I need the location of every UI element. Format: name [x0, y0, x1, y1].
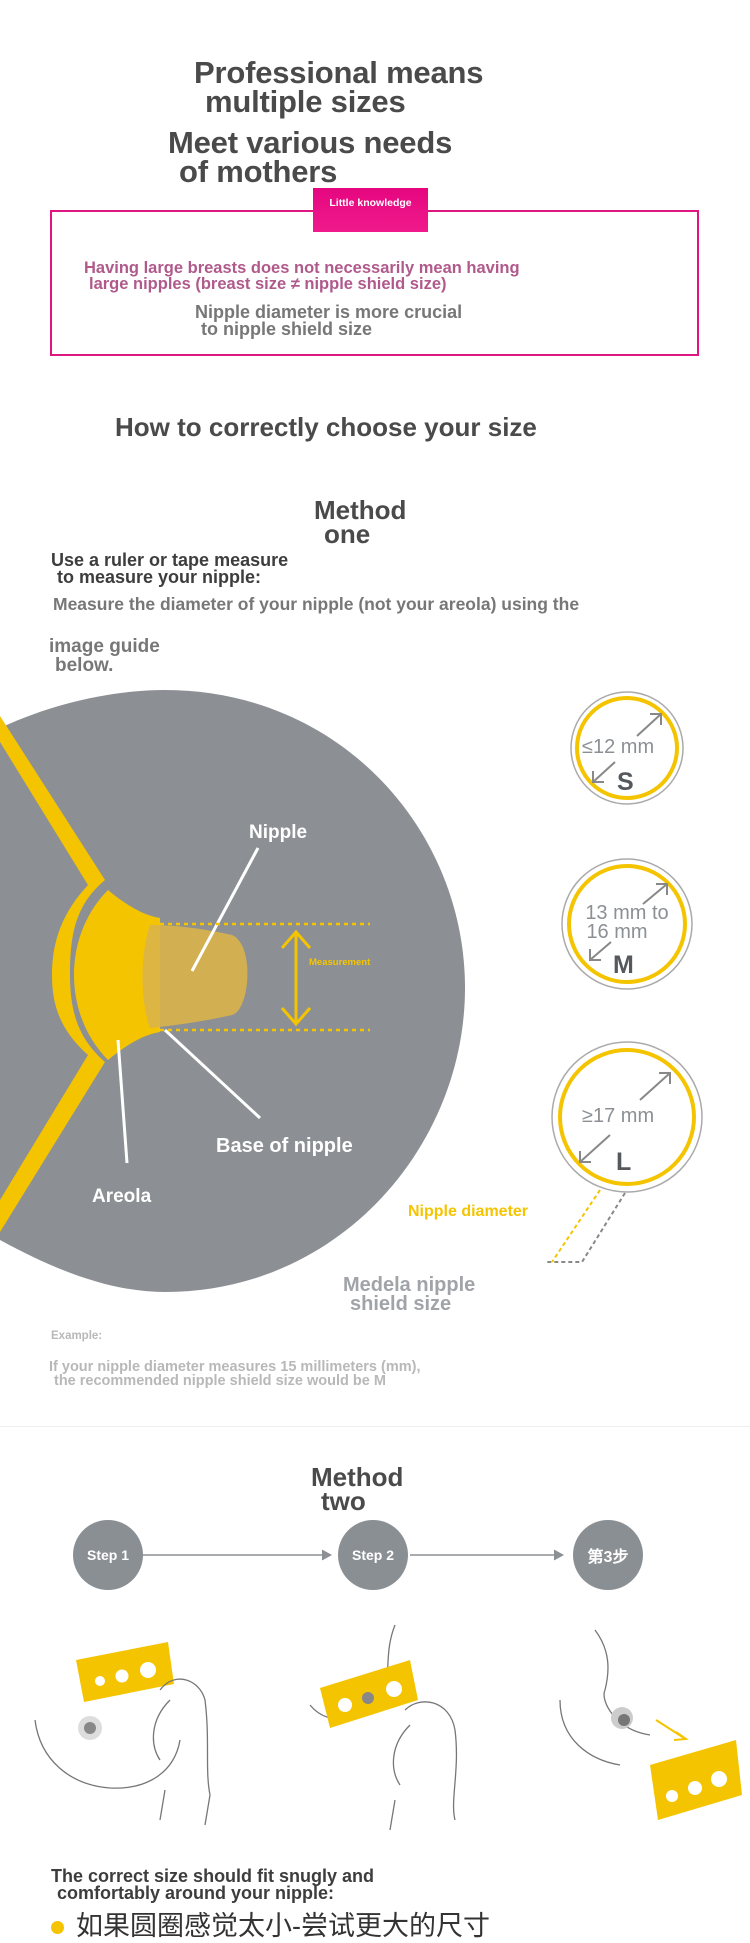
knowledge-pink-line-1: Having large breasts does not necessaril… — [84, 259, 520, 277]
page-subtitle: Meet various needs of mothers — [168, 125, 453, 189]
step-1-illustration — [34, 1642, 211, 1826]
shield-size-label: Medela nipple shield size — [343, 1274, 476, 1315]
subtitle-line-2: of mothers — [179, 154, 338, 189]
fit-instruction: The correct size should fit snugly and c… — [51, 1866, 375, 1903]
method-one-title-line-1: Method — [314, 495, 407, 525]
diameter-dashed-yellow — [551, 1189, 601, 1263]
little-knowledge-badge: Little knowledge — [313, 188, 428, 232]
measure-instruction: Measure the diameter of your nipple (not… — [53, 594, 580, 614]
image-guide-text: image guide below. — [49, 637, 160, 675]
areola-pointer — [116, 1039, 129, 1164]
size-l-letter: L — [616, 1148, 632, 1176]
title-line-2: multiple sizes — [205, 84, 406, 119]
size-l-range: ≥17 mm — [582, 1105, 655, 1127]
measurement-label: Measurement — [309, 957, 371, 968]
shield-size-line-2: shield size — [350, 1293, 452, 1315]
example-text: If your nipple diameter measures 15 mill… — [49, 1359, 421, 1389]
fit-instruction-line-2: comfortably around your nipple: — [57, 1883, 335, 1903]
fit-bullet-text: 如果圆圈感觉太小-尝试更大的尺寸 — [76, 1911, 490, 1941]
size-m-range: 13 mm to 16 mm — [578, 902, 676, 943]
ruler-instruction-line-1: Use a ruler or tape measure — [51, 550, 289, 570]
ruler-instruction-line-2: to measure your nipple: — [57, 567, 262, 587]
step-2-badge: Step 2 — [338, 1520, 408, 1590]
knowledge-pink-line-2: large nipples (breast size ≠ nipple shie… — [89, 275, 447, 293]
step-3-illustration — [559, 1629, 742, 1820]
image-guide-line-2: below. — [55, 655, 114, 676]
base-pointer — [163, 1028, 262, 1120]
base-of-nipple-label: Base of nipple — [216, 1135, 353, 1157]
section-divider — [0, 1426, 750, 1427]
method-one-title-line-2: one — [324, 519, 371, 549]
areola-label: Areola — [92, 1186, 152, 1207]
knowledge-gray-line-2: to nipple shield size — [201, 319, 373, 339]
nipple-shape — [142, 925, 248, 1028]
example-line-2: the recommended nipple shield size would… — [54, 1373, 386, 1389]
example-label: Example: — [51, 1330, 103, 1342]
nipple-diagram — [0, 690, 703, 1292]
image-guide-line-1: image guide — [49, 636, 160, 657]
knowledge-gray-text: Nipple diameter is more crucial to nippl… — [195, 302, 463, 339]
bullet-dot-icon — [51, 1921, 64, 1935]
size-circle-s — [570, 691, 684, 805]
nipple-pointer — [190, 847, 260, 972]
nipple-label: Nipple — [249, 822, 308, 843]
knowledge-gray-line-1: Nipple diameter is more crucial — [195, 302, 463, 322]
size-circle-l — [551, 1041, 703, 1193]
size-s-range: ≤12 mm — [582, 736, 655, 758]
step-3-badge: 第3步 — [573, 1520, 643, 1590]
example-line-1: If your nipple diameter measures 15 mill… — [49, 1359, 421, 1375]
method-two-title-line-1: Method — [311, 1462, 404, 1492]
ruler-instruction: Use a ruler or tape measure to measure y… — [51, 550, 289, 587]
method-two-title: Method two — [311, 1462, 404, 1516]
method-two-title-line-2: two — [321, 1486, 366, 1516]
areola-shape — [74, 890, 160, 1060]
diameter-dashed-gray — [545, 1192, 626, 1263]
subtitle-line-1: Meet various needs — [168, 125, 453, 160]
fit-instruction-line-1: The correct size should fit snugly and — [51, 1866, 375, 1886]
size-m-range-line-1: 13 mm to — [585, 902, 669, 924]
step-1-badge: Step 1 — [73, 1520, 143, 1590]
shield-size-line-1: Medela nipple — [343, 1274, 476, 1296]
method-one-title: Method one — [314, 495, 407, 549]
size-circle-m — [561, 858, 693, 990]
size-m-letter: M — [613, 951, 634, 979]
title-line-1: Professional means — [194, 55, 484, 90]
size-m-range-line-2: 16 mm — [586, 921, 648, 943]
measurement-arrow-bottom — [280, 1007, 312, 1027]
steps-connector — [143, 1549, 565, 1561]
step-2-illustration — [309, 1624, 458, 1831]
page-title: Professional means multiple sizes — [194, 55, 484, 119]
size-s-letter: S — [617, 768, 634, 796]
breast-yellow-outline — [0, 716, 105, 1232]
fit-bullet: 如果圆圈感觉太小-尝试更大的尺寸 — [51, 1904, 490, 1943]
choose-size-heading: How to correctly choose your size — [115, 412, 537, 442]
measurement-arrow-top — [280, 929, 312, 949]
steps-illustration — [34, 1624, 742, 1831]
nipple-diameter-label: Nipple diameter — [408, 1203, 529, 1220]
knowledge-pink-text: Having large breasts does not necessaril… — [84, 259, 520, 293]
